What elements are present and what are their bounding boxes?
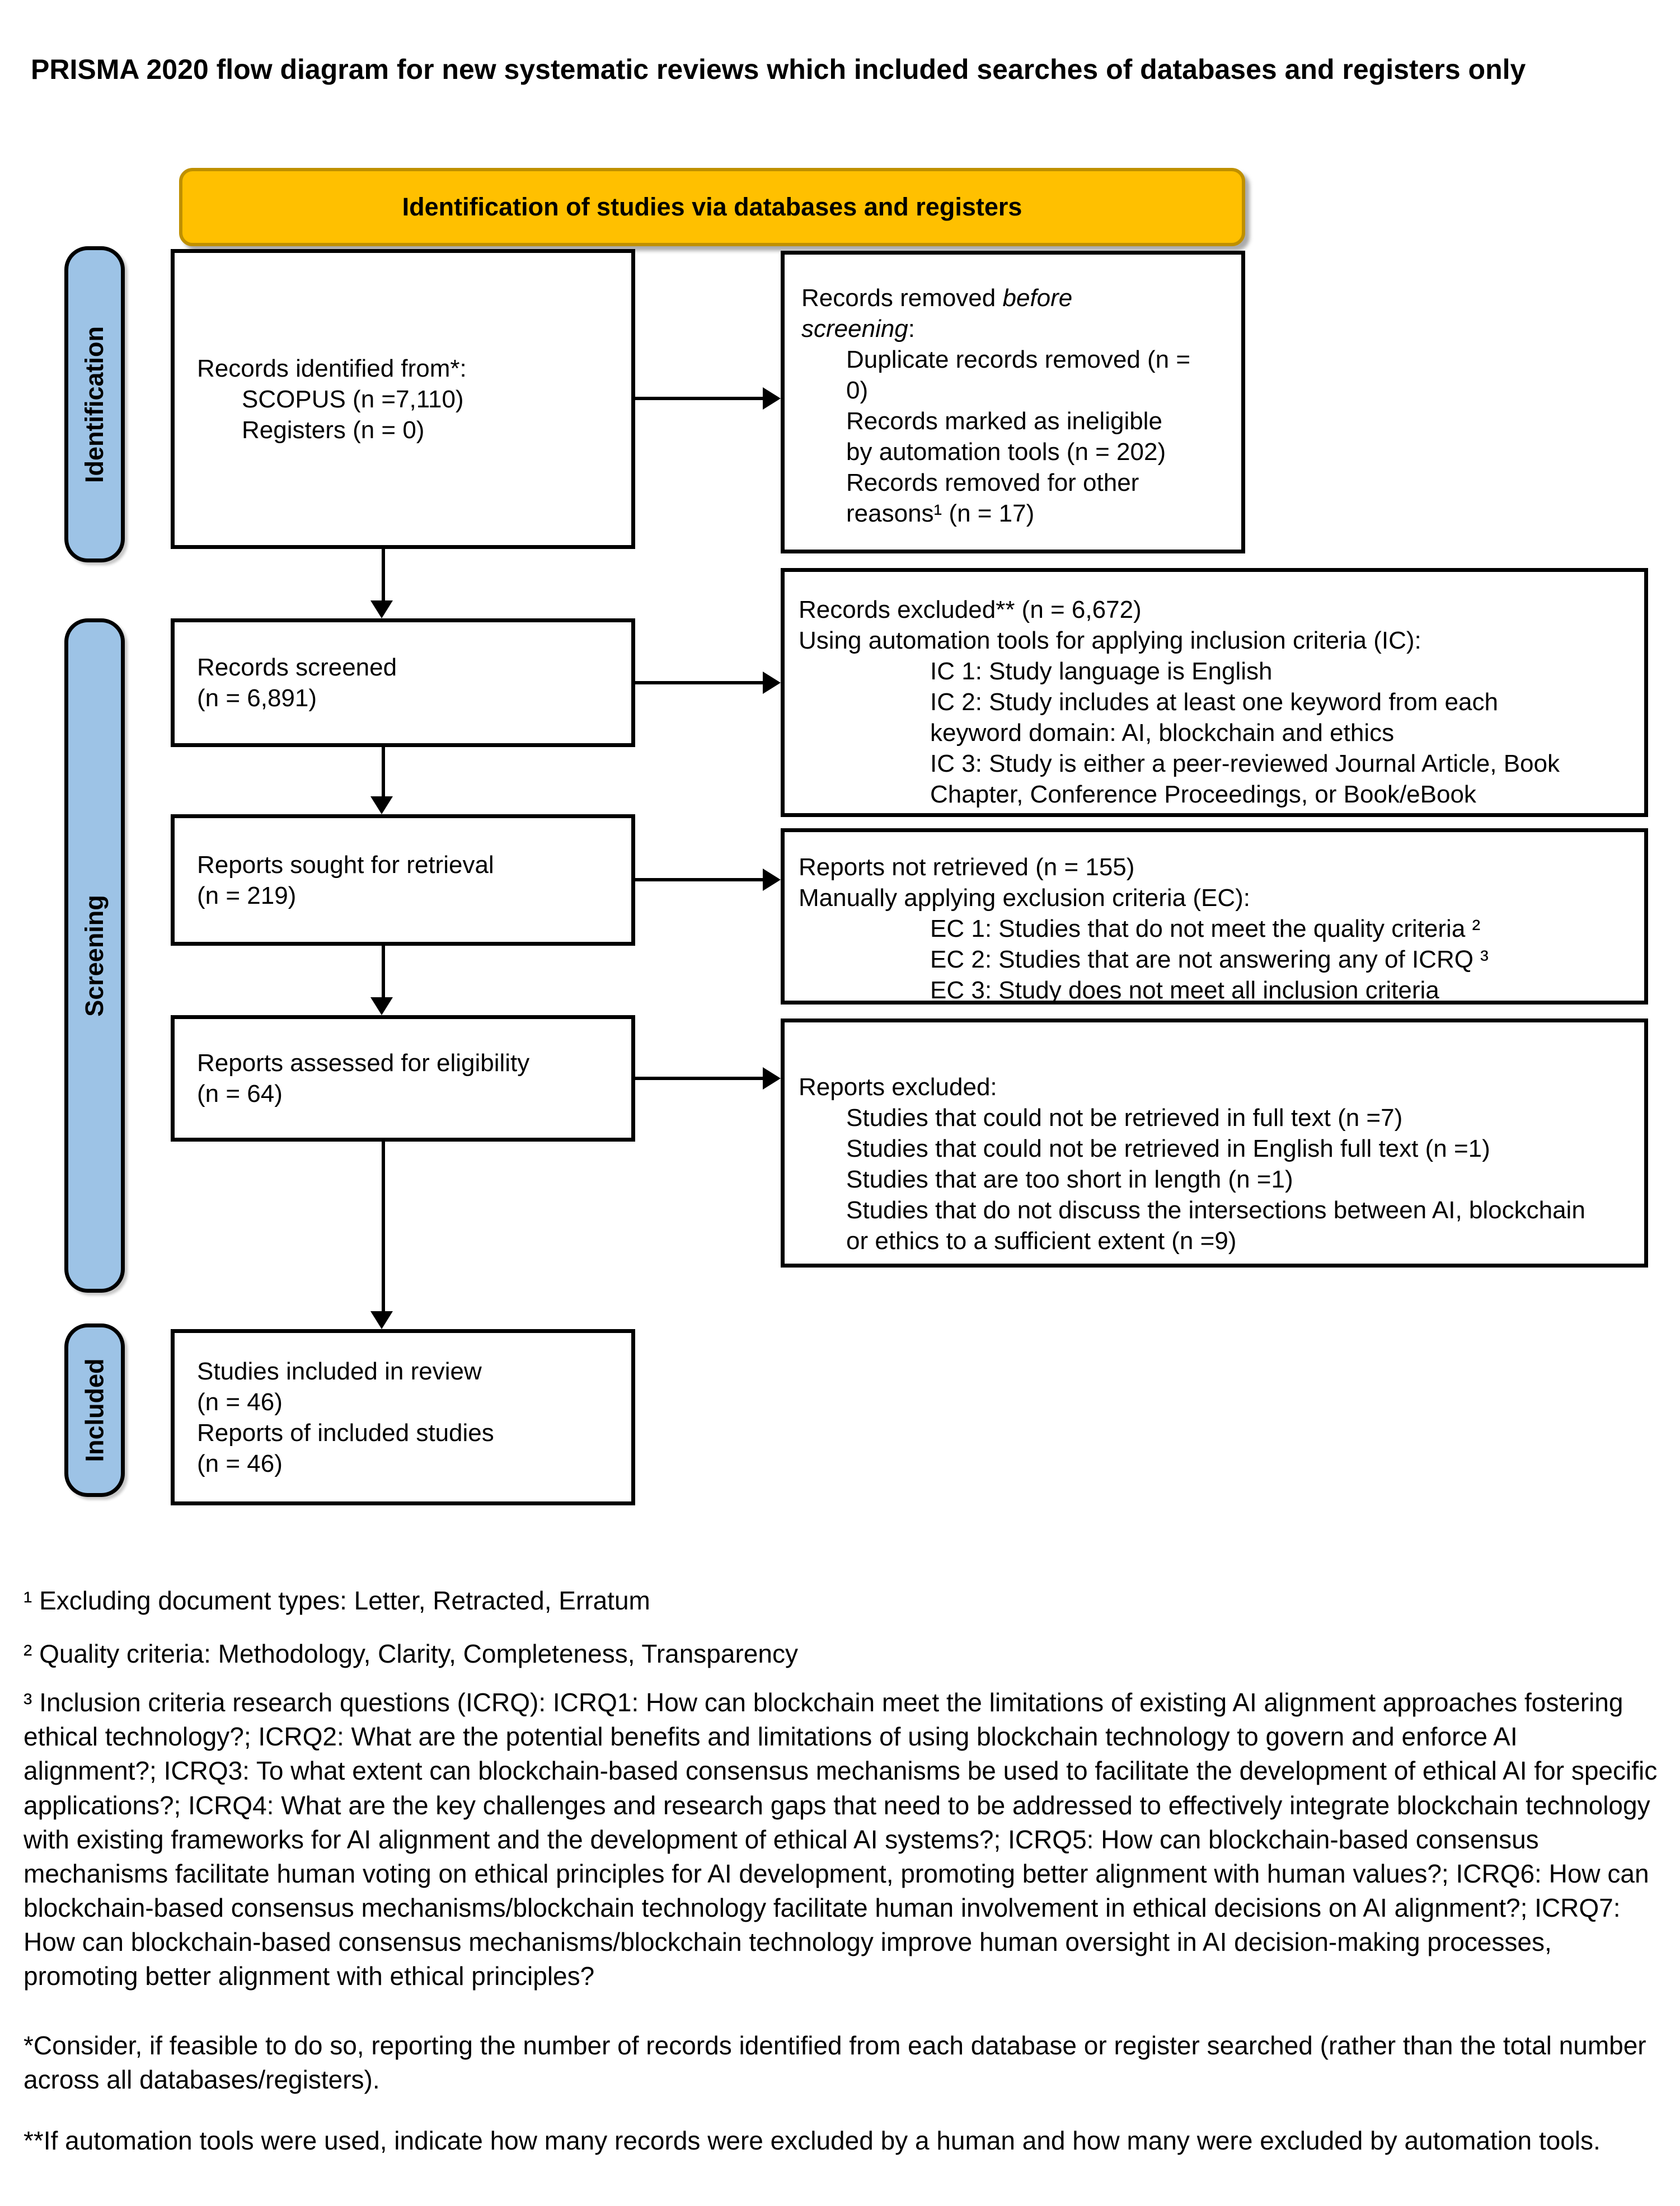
footnote-double-asterisk: **If automation tools were used, indicat… bbox=[24, 2126, 1601, 2155]
inclusion-criterion: IC 2: Study includes at least one keywor… bbox=[930, 688, 1498, 747]
reports-assessed-count: (n = 64) bbox=[197, 1080, 283, 1107]
studies-included-box: Studies included in review (n = 46) Repo… bbox=[171, 1329, 635, 1505]
reports-sought-box: Reports sought for retrieval (n = 219) bbox=[171, 814, 635, 946]
stage-identification: Identification bbox=[64, 246, 125, 562]
reports-not-retrieved-subheading: Manually applying exclusion criteria (EC… bbox=[799, 884, 1250, 912]
records-identified-box: Records identified from*: SCOPUS (n =7,1… bbox=[171, 249, 635, 549]
arrow-screened-to-sought-line bbox=[382, 747, 385, 797]
arrow-screened-to-sought-head bbox=[370, 796, 393, 814]
reports-excluded-box: Reports excluded: Studies that could not… bbox=[781, 1018, 1648, 1268]
reports-excluded-item: Studies that could not be retrieved in f… bbox=[846, 1104, 1403, 1132]
records-screened-count: (n = 6,891) bbox=[197, 684, 317, 712]
reports-included-line: Reports of included studies bbox=[197, 1419, 494, 1447]
reports-excluded-item: Studies that could not be retrieved in E… bbox=[846, 1135, 1490, 1162]
stage-included: Included bbox=[64, 1323, 125, 1497]
banner-label: Identification of studies via databases … bbox=[402, 193, 1022, 221]
reports-excluded-item: Studies that do not discuss the intersec… bbox=[846, 1196, 1585, 1255]
records-excluded-heading: Records excluded** (n = 6,672) bbox=[799, 596, 1142, 623]
records-removed-heading-italic: before screening bbox=[801, 284, 1073, 342]
arrow-sought-to-assessed-head bbox=[370, 997, 393, 1015]
arrow-screened-to-excluded-line bbox=[635, 681, 764, 684]
page-title: PRISMA 2020 flow diagram for new systema… bbox=[31, 54, 1526, 85]
reports-sought-count: (n = 219) bbox=[197, 881, 297, 909]
records-screened-line: Records screened bbox=[197, 654, 397, 681]
reports-sought-line: Reports sought for retrieval bbox=[197, 851, 494, 879]
reports-included-count: (n = 46) bbox=[197, 1449, 283, 1477]
stage-included-label: Included bbox=[80, 1358, 109, 1462]
records-removed-item: Duplicate records removed (n = 0) bbox=[846, 346, 1191, 404]
arrow-identified-to-removed-head bbox=[763, 387, 781, 410]
stage-screening-label: Screening bbox=[80, 894, 109, 1017]
footnote-asterisk: *Consider, if feasible to do so, reporti… bbox=[24, 2031, 1646, 2095]
records-identified-heading: Records identified from*: bbox=[197, 354, 467, 382]
arrow-sought-to-assessed-line bbox=[382, 946, 385, 998]
records-removed-box: Records removed before screening: Duplic… bbox=[781, 251, 1245, 553]
reports-assessed-line: Reports assessed for eligibility bbox=[197, 1049, 530, 1077]
exclusion-criterion: EC 1: Studies that do not meet the quali… bbox=[930, 915, 1481, 942]
arrow-assessed-to-included-line bbox=[382, 1142, 385, 1312]
arrow-identified-to-screened-head bbox=[370, 600, 393, 618]
records-excluded-subheading: Using automation tools for applying incl… bbox=[799, 627, 1421, 654]
arrow-assessed-to-included-head bbox=[370, 1311, 393, 1329]
stage-screening: Screening bbox=[64, 618, 125, 1293]
footnote-1: ¹ Excluding document types: Letter, Retr… bbox=[24, 1586, 650, 1615]
arrow-sought-to-not-retrieved-line bbox=[635, 878, 764, 881]
reports-not-retrieved-box: Reports not retrieved (n = 155) Manually… bbox=[781, 828, 1648, 1005]
exclusion-criterion: EC 2: Studies that are not answering any… bbox=[930, 946, 1489, 973]
arrow-screened-to-excluded-head bbox=[763, 672, 781, 694]
reports-not-retrieved-heading: Reports not retrieved (n = 155) bbox=[799, 853, 1135, 881]
studies-included-count: (n = 46) bbox=[197, 1388, 283, 1416]
inclusion-criterion: IC 1: Study language is English bbox=[930, 658, 1273, 685]
arrow-assessed-to-excluded-line bbox=[635, 1077, 764, 1080]
footnote-2: ² Quality criteria: Methodology, Clarity… bbox=[24, 1639, 798, 1668]
records-removed-item: Records removed for other reasons¹ (n = … bbox=[846, 469, 1139, 527]
arrow-assessed-to-excluded-head bbox=[763, 1067, 781, 1090]
records-identified-item: Registers (n = 0) bbox=[242, 416, 425, 444]
arrow-identified-to-screened-line bbox=[382, 549, 385, 602]
records-excluded-box: Records excluded** (n = 6,672) Using aut… bbox=[781, 568, 1648, 817]
records-removed-item: Records marked as ineligible by automati… bbox=[846, 407, 1166, 466]
records-screened-box: Records screened (n = 6,891) bbox=[171, 618, 635, 747]
records-removed-heading: Records removed before screening: bbox=[801, 283, 1160, 344]
records-identified-item: SCOPUS (n =7,110) bbox=[242, 385, 464, 413]
footnote-3: ³ Inclusion criteria research questions … bbox=[24, 1688, 1658, 1991]
arrow-identified-to-removed-line bbox=[635, 397, 764, 400]
reports-assessed-box: Reports assessed for eligibility (n = 64… bbox=[171, 1015, 635, 1142]
records-removed-heading-prefix: Records removed bbox=[801, 284, 1003, 312]
arrow-sought-to-not-retrieved-head bbox=[763, 869, 781, 891]
studies-included-line: Studies included in review bbox=[197, 1357, 482, 1385]
reports-excluded-heading: Reports excluded: bbox=[799, 1073, 997, 1101]
inclusion-criterion: IC 3: Study is either a peer-reviewed Jo… bbox=[930, 750, 1560, 808]
records-removed-heading-suffix: : bbox=[908, 315, 916, 342]
reports-excluded-item: Studies that are too short in length (n … bbox=[846, 1166, 1293, 1193]
identification-banner: Identification of studies via databases … bbox=[179, 168, 1245, 246]
exclusion-criterion: EC 3: Study does not meet all inclusion … bbox=[930, 977, 1439, 1004]
stage-identification-label: Identification bbox=[80, 326, 109, 483]
